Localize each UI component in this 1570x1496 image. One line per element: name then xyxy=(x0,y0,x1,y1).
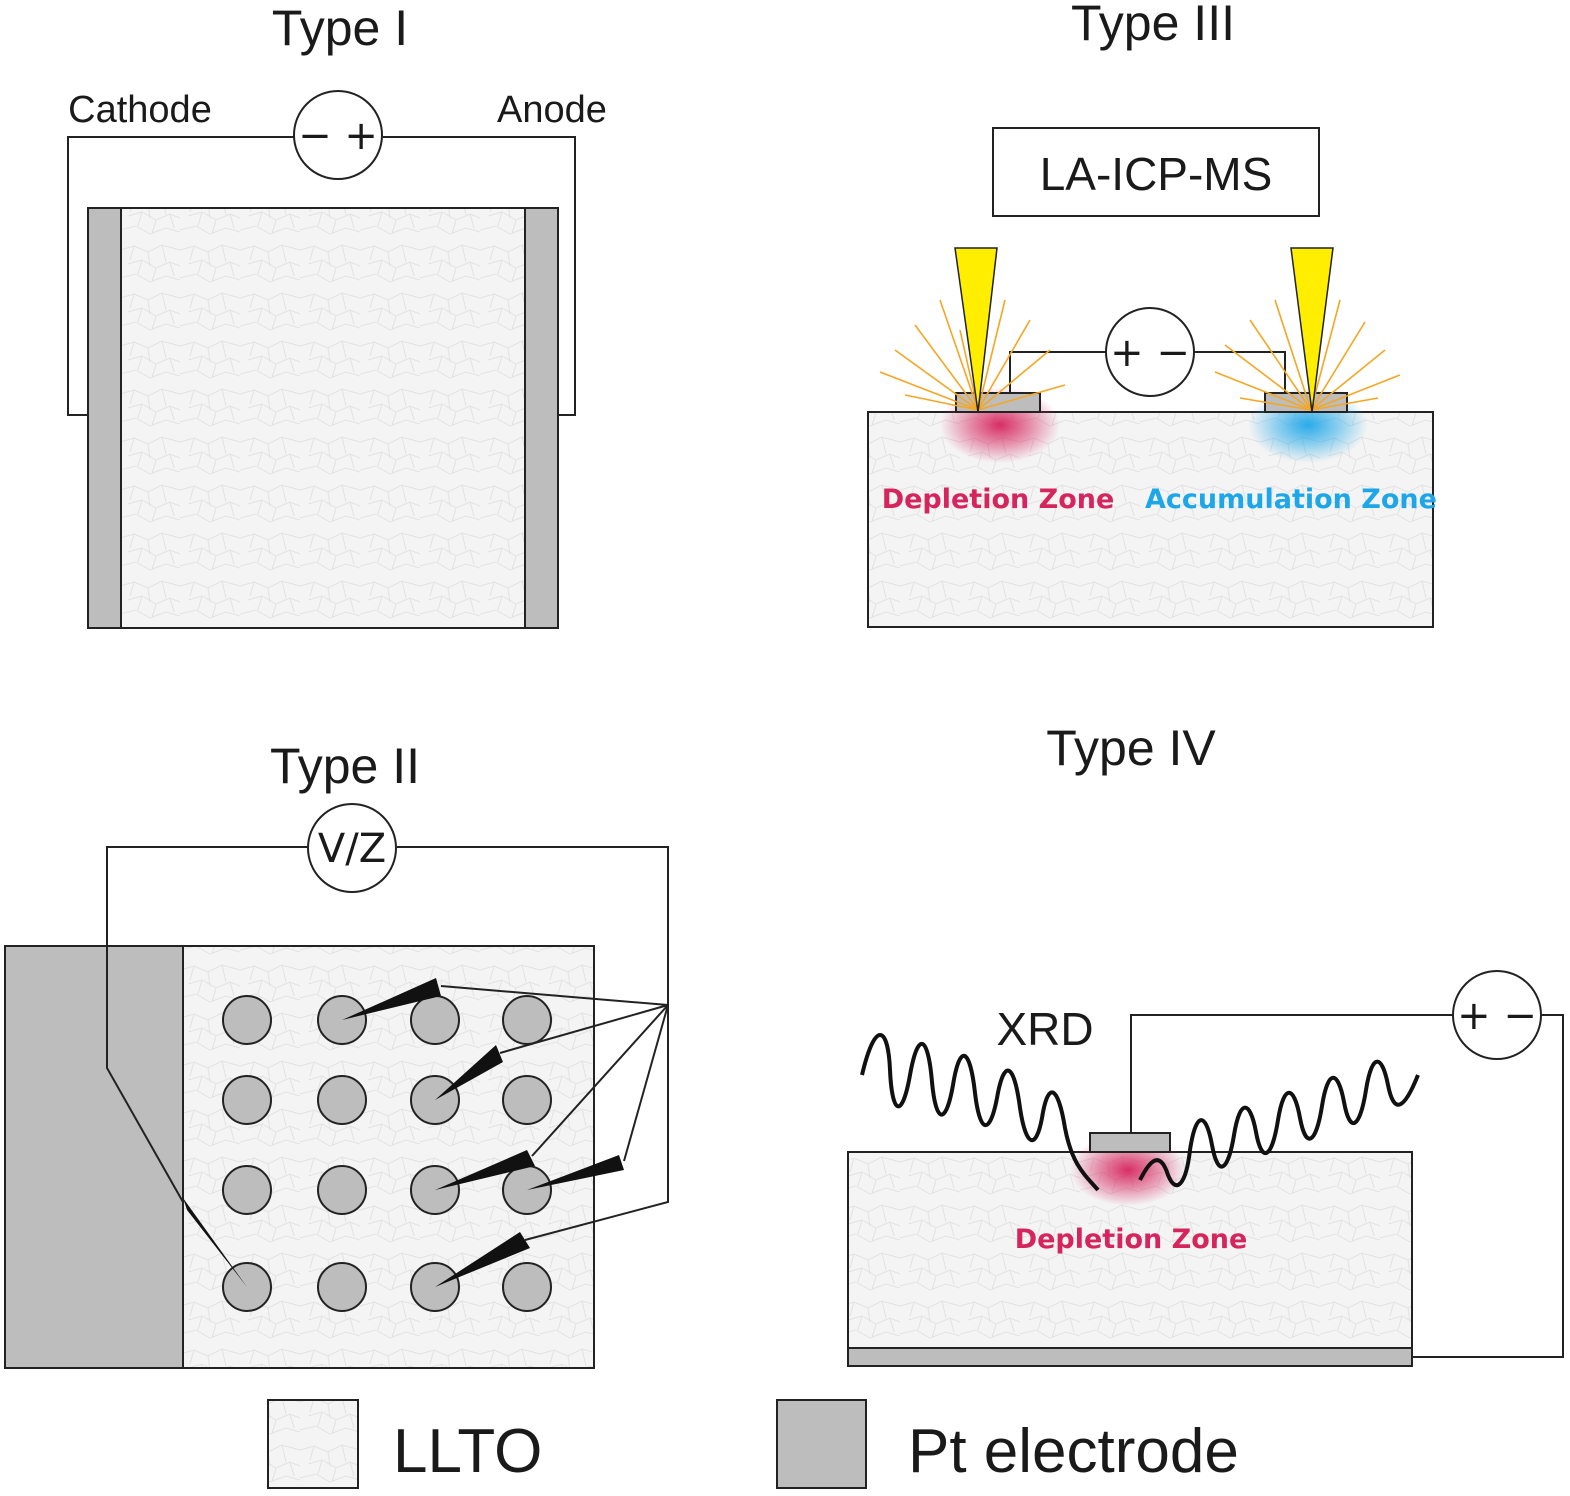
type-2-title: Type II xyxy=(270,738,420,794)
type-3-power-source xyxy=(1105,307,1195,397)
probe-tip xyxy=(435,1232,530,1287)
xrd-incident-wave xyxy=(860,1033,1100,1192)
type-3-accumulation-zone-label: Accumulation Zone xyxy=(1145,484,1437,515)
legend-llto-swatch xyxy=(267,1399,359,1489)
type-4-depletion-zone-label: Depletion Zone xyxy=(1015,1224,1248,1255)
microelectrode xyxy=(502,995,552,1045)
type-3-left-laser-beam xyxy=(954,247,998,413)
probe-tip xyxy=(527,1155,624,1190)
microelectrode xyxy=(410,995,460,1045)
probe-tip xyxy=(183,1198,247,1287)
panel-type-4: Type IV XRD + − Depletion Zone xyxy=(847,720,1564,1367)
xrd-diffracted-wave xyxy=(1138,1059,1420,1188)
type-4-polarity: + − xyxy=(1457,993,1537,1039)
type-4-title: Type IV xyxy=(1046,720,1216,776)
type-3-right-ablation-sparks xyxy=(1214,299,1401,411)
probe-tip xyxy=(435,1150,535,1190)
legend-pt-label: Pt electrode xyxy=(908,1417,1239,1486)
type-4-circuit-wire xyxy=(1130,1014,1564,1358)
xrd-label: XRD xyxy=(996,1003,1093,1055)
type-4-top-electrode xyxy=(1089,1132,1171,1153)
microelectrode xyxy=(222,1165,272,1215)
type-3-circuit-wire xyxy=(1009,351,1286,393)
legend-llto-label: LLTO xyxy=(393,1417,542,1486)
microelectrode xyxy=(502,1262,552,1312)
type-1-title: Type I xyxy=(272,0,408,56)
microelectrode xyxy=(222,1075,272,1125)
type-1-power-source xyxy=(293,90,383,180)
type-4-power-source xyxy=(1452,970,1542,1060)
microelectrode xyxy=(317,1165,367,1215)
panel-type-2: Type II V/Z xyxy=(4,738,669,1369)
type-3-title: Type III xyxy=(1071,0,1235,51)
type-3-right-laser-beam xyxy=(1290,247,1334,413)
microelectrode xyxy=(502,1075,552,1125)
probe-tip xyxy=(342,978,441,1020)
type-3-polarity: + − xyxy=(1110,330,1190,376)
type-2-probe-tips xyxy=(183,978,624,1287)
type-2-pt-electrode xyxy=(4,945,184,1369)
type-2-meter-label: V/Z xyxy=(318,826,386,872)
microelectrode xyxy=(222,995,272,1045)
legend-pt-swatch xyxy=(776,1399,867,1489)
type-1-anode-electrode xyxy=(524,207,559,629)
probe-tip xyxy=(435,1045,503,1100)
type-1-llto-sample xyxy=(119,207,526,629)
panel-type-3: Type III LA-ICP-MS + − xyxy=(867,0,1437,628)
cathode-label: Cathode xyxy=(68,89,212,131)
anode-label: Anode xyxy=(497,89,607,131)
type-1-polarity: − + xyxy=(298,113,378,159)
la-icp-ms-label: LA-ICP-MS xyxy=(1040,148,1273,200)
la-icp-ms-box xyxy=(992,127,1320,217)
type-3-depletion-zone-label: Depletion Zone xyxy=(882,484,1115,515)
type-2-impedance-meter xyxy=(307,803,397,893)
microelectrode xyxy=(317,1262,367,1312)
type-2-probe-wires xyxy=(440,985,669,1162)
type-1-circuit-wire xyxy=(67,136,576,416)
panel-type-1: Type I Cathode Anode − + xyxy=(67,0,607,629)
microelectrode xyxy=(317,1075,367,1125)
type-1-cathode-electrode xyxy=(87,207,122,629)
type-3-left-ablation-sparks xyxy=(879,299,1066,411)
legend: LLTO Pt electrode xyxy=(267,1399,1239,1489)
type-4-bottom-electrode xyxy=(847,1347,1413,1367)
type-2-circuit-wire xyxy=(106,846,669,1241)
